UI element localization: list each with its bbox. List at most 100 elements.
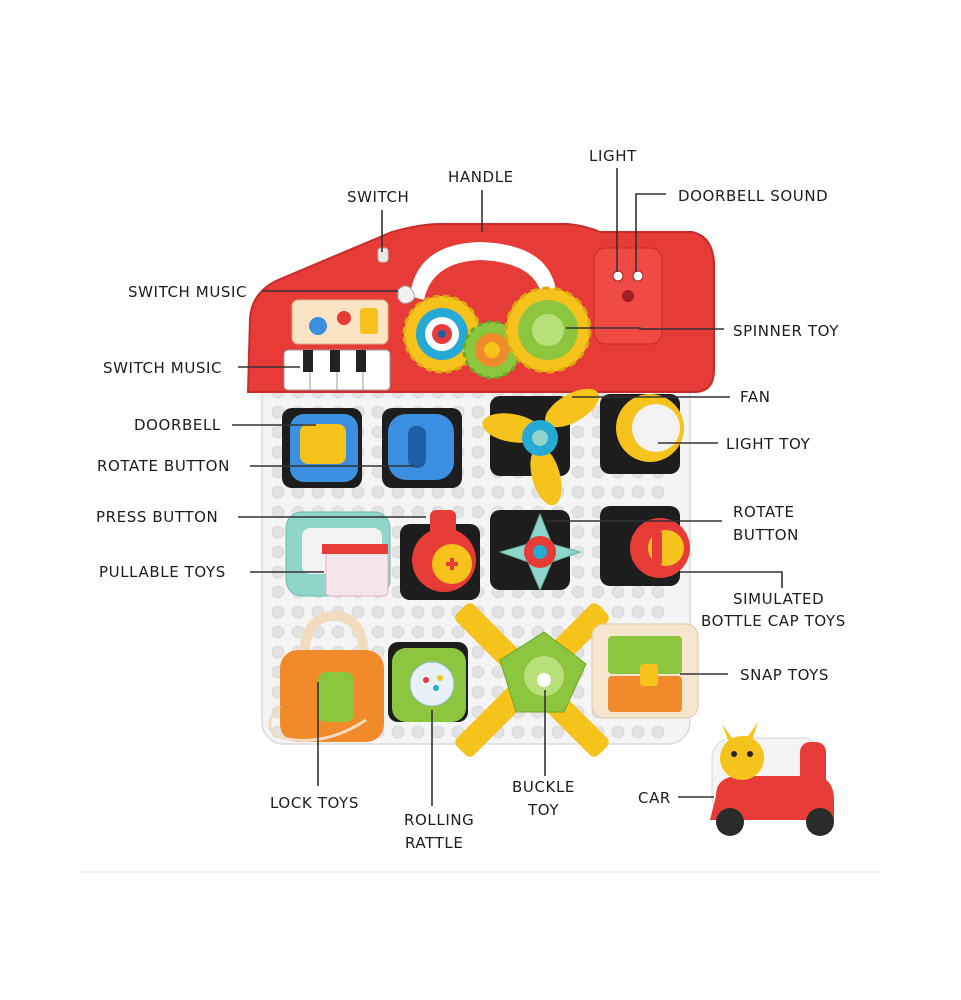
peg-stud [291, 605, 305, 619]
peg-stud [591, 585, 605, 599]
peg-stud [511, 625, 525, 639]
label-rolling-rattle-b: RATTLE [405, 834, 463, 852]
peg-stud [511, 605, 525, 619]
rotate-button-toy-2 [498, 512, 582, 592]
peg-stud [571, 465, 585, 479]
label-doorbell: DOORBELL [134, 416, 221, 434]
label-press-button: PRESS BUTTON [96, 508, 218, 526]
peg-stud [591, 485, 605, 499]
peg-stud [631, 485, 645, 499]
busy-board-illustration [246, 223, 834, 836]
peg-stud [611, 725, 625, 739]
label-lock-toys: LOCK TOYS [270, 794, 359, 812]
label-switch: SWITCH [347, 188, 409, 206]
lock-toy [268, 610, 384, 742]
peg-stud [411, 725, 425, 739]
snap-toy [591, 623, 699, 719]
peg-stud [571, 425, 585, 439]
peg-stud [411, 605, 425, 619]
peg-stud [471, 425, 485, 439]
light-indicator [612, 270, 624, 282]
label-rotate-button-1: ROTATE BUTTON [97, 457, 230, 475]
peg-stud [531, 605, 545, 619]
peg-stud [551, 725, 565, 739]
peg-stud [651, 605, 665, 619]
peg-stud [411, 625, 425, 639]
peg-stud [611, 605, 625, 619]
peg-stud [471, 465, 485, 479]
peg-stud [651, 725, 665, 739]
peg-stud [451, 625, 465, 639]
press-button-toy [412, 510, 476, 592]
peg-stud [571, 445, 585, 459]
peg-stud [471, 505, 485, 519]
peg-stud [471, 645, 485, 659]
peg-stud [511, 725, 525, 739]
peg-stud [391, 625, 405, 639]
buckle-toy [455, 603, 609, 757]
peg-stud [271, 545, 285, 559]
doorbell-sound-speaker [632, 270, 644, 282]
peg-stud [631, 605, 645, 619]
peg-stud [471, 485, 485, 499]
peg-stud [611, 585, 625, 599]
spinner-toys [402, 286, 592, 380]
peg-stud [571, 585, 585, 599]
label-buckle-toy-a: BUCKLE [512, 778, 575, 796]
peg-stud [631, 585, 645, 599]
label-car: CAR [638, 789, 671, 807]
label-light: LIGHT [589, 147, 637, 165]
peg-stud [571, 525, 585, 539]
peg-stud [471, 685, 485, 699]
switch-music-button [397, 285, 416, 304]
label-buckle-toy-b: TOY [527, 801, 559, 819]
peg-stud [651, 585, 665, 599]
peg-stud [331, 625, 345, 639]
label-handle: HANDLE [448, 168, 514, 186]
peg-stud [351, 605, 365, 619]
peg-stud [471, 405, 485, 419]
car-toy [710, 722, 834, 836]
label-simulated-a: SIMULATED [733, 590, 824, 608]
peg-stud [571, 505, 585, 519]
label-switch-music-2: SWITCH MUSIC [103, 359, 222, 377]
label-rolling-rattle-a: ROLLING [404, 811, 474, 829]
peg-stud [431, 725, 445, 739]
peg-stud [611, 485, 625, 499]
peg-stud [631, 725, 645, 739]
label-switch-music-1: SWITCH MUSIC [128, 283, 247, 301]
fan-toy [482, 388, 599, 506]
label-rotate-button-2b: BUTTON [733, 526, 799, 544]
peg-stud [271, 645, 285, 659]
peg-stud [391, 605, 405, 619]
label-simulated-b: BOTTLE CAP TOYS [701, 612, 846, 630]
switch [377, 247, 389, 263]
peg-stud [411, 505, 425, 519]
bottle-cap-toy [630, 518, 690, 578]
label-pullable-toys: PULLABLE TOYS [99, 563, 226, 581]
peg-stud [271, 485, 285, 499]
label-fan: FAN [740, 388, 771, 406]
peg-stud [271, 525, 285, 539]
peg-stud [491, 485, 505, 499]
peg-stud [271, 605, 285, 619]
peg-stud [271, 505, 285, 519]
label-doorbell-sound: DOORBELL SOUND [678, 187, 828, 205]
peg-stud [571, 565, 585, 579]
piano-keys [283, 349, 391, 391]
handle [410, 242, 556, 300]
peg-stud [371, 625, 385, 639]
peg-stud [511, 485, 525, 499]
label-light-toy: LIGHT TOY [726, 435, 811, 453]
peg-stud [531, 725, 545, 739]
peg-stud [271, 585, 285, 599]
peg-stud [651, 485, 665, 499]
peg-stud [371, 485, 385, 499]
peg-stud [271, 625, 285, 639]
peg-stud [391, 505, 405, 519]
peg-stud [491, 605, 505, 619]
peg-stud [391, 725, 405, 739]
peg-stud [551, 605, 565, 619]
peg-stud [471, 665, 485, 679]
